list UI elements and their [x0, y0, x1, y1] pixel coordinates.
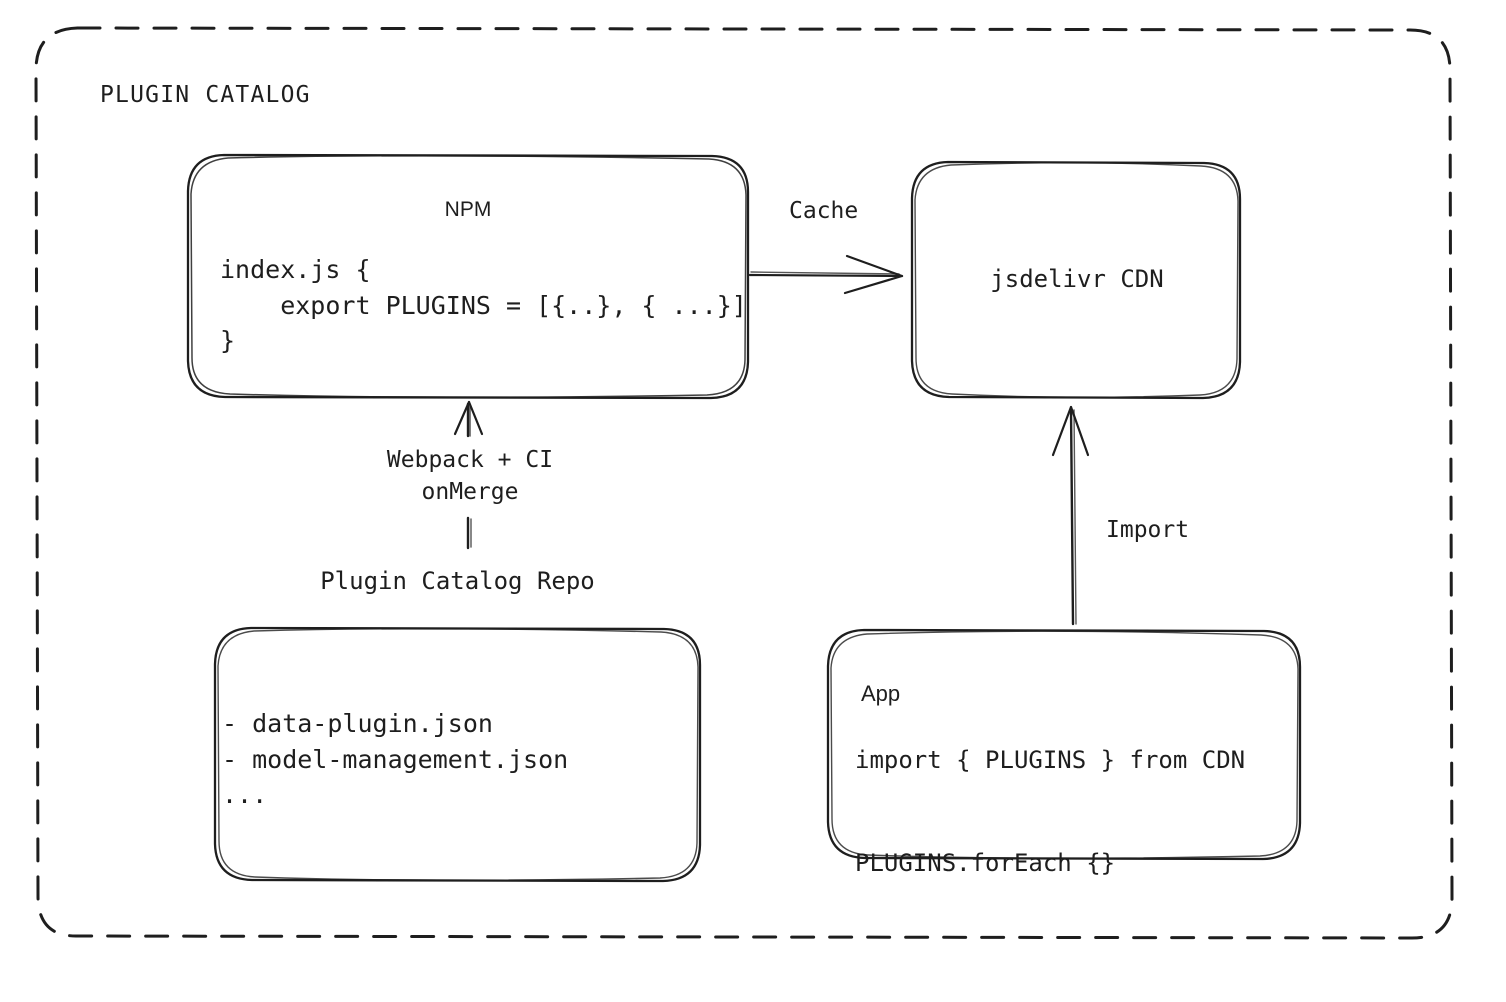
- app-node-title: App: [861, 681, 901, 706]
- repo-node-caption: Plugin Catalog Repo: [320, 567, 595, 595]
- cache-edge-label: Cache: [789, 198, 859, 224]
- cdn-node-title: jsdelivr CDN: [990, 265, 1164, 293]
- repo-node-files: - data-plugin.json - model-management.js…: [222, 709, 569, 809]
- import-arrow: [1051, 405, 1090, 626]
- npm-node-code: index.js { export PLUGINS = [{..}, { ...…: [220, 255, 747, 355]
- webpack-edge-label: Webpack + CI onMerge: [386, 447, 554, 505]
- npm-node-title: NPM: [444, 198, 492, 221]
- import-edge-label: Import: [1106, 517, 1190, 543]
- cache-arrow: [748, 254, 904, 295]
- frame-title: PLUGIN CATALOG: [100, 82, 311, 108]
- app-node-code: import { PLUGINS } from CDN PLUGINS.forE…: [855, 746, 1246, 878]
